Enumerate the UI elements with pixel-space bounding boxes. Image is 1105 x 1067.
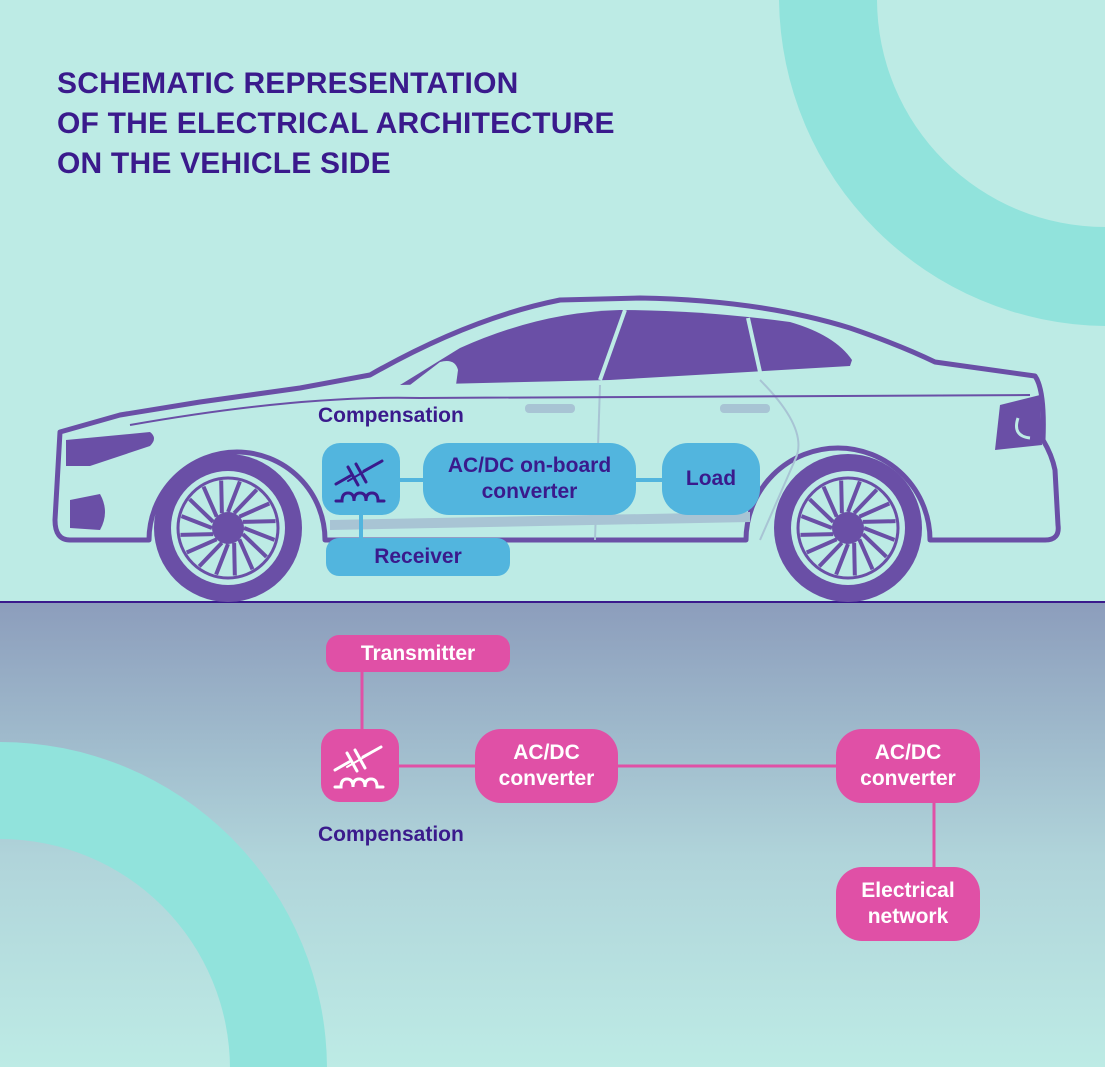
onboard-converter-line1: AC/DC on-board (447, 454, 612, 477)
wheel-spoke (861, 532, 888, 559)
wheel-spoke (232, 542, 237, 576)
car-window-front (410, 361, 458, 385)
wheel-spoke (242, 519, 276, 524)
wheel-spoke (817, 541, 844, 568)
door-handle (525, 404, 575, 413)
front-wheel (154, 454, 302, 602)
window-pillar (598, 309, 627, 381)
wheel-spoke (808, 497, 835, 524)
rear-wheel (774, 454, 922, 602)
wheel-spoke (852, 542, 857, 576)
load-label: Load (685, 467, 737, 490)
taillight-detail (1015, 417, 1031, 440)
ground-compensation-block (321, 729, 399, 802)
ground-converter-2-line2: converter (860, 767, 956, 790)
wheel-spoke (180, 514, 213, 530)
onboard-converter-line2: converter (481, 480, 578, 503)
car-window (400, 310, 852, 385)
wheel-spoke (180, 532, 214, 537)
headlight (66, 432, 154, 466)
decorative-arc-top-right (779, 0, 1105, 326)
ground-converter-1-line1: AC/DC (513, 741, 580, 764)
capacitor-inductor-icon (333, 745, 385, 789)
shoulder-line (129, 394, 1031, 426)
wheel-spoke (821, 485, 839, 518)
side-skirt (330, 512, 750, 530)
window-pillar-rear (746, 317, 762, 373)
capacitor-inductor-icon (334, 459, 386, 503)
transmitter-block: Transmitter (326, 635, 510, 672)
vehicle-compensation-block (322, 443, 400, 515)
wheel-spoke (834, 543, 850, 576)
wheel-spoke (839, 480, 844, 514)
wheel-spoke (846, 480, 862, 513)
receiver-label: Receiver (374, 545, 462, 568)
wheel-spoke (862, 519, 896, 524)
wheel-spoke (185, 537, 218, 555)
wheel-spoke (241, 532, 268, 559)
wheel-spoke (197, 541, 224, 568)
ground-converter-block-2: AC/DC converter (836, 729, 980, 803)
wheel-spoke (800, 514, 833, 530)
title-line-1: SCHEMATIC REPRESENTATION (57, 67, 519, 100)
front-vent (70, 494, 105, 530)
door-handle-rear (720, 404, 770, 413)
wheel-spoke (238, 501, 271, 519)
wheel-spoke (219, 480, 224, 514)
wheel-spoke (243, 526, 276, 542)
receiver-block: Receiver (326, 538, 510, 576)
wheel-spoke (857, 538, 875, 571)
electrical-network-line2: network (867, 905, 949, 928)
wheel-spoke (858, 501, 891, 519)
wheel-spoke (852, 488, 879, 515)
wheel-spoke (226, 480, 242, 513)
decorative-arc-bottom-left (0, 742, 327, 1067)
taillight (995, 395, 1042, 450)
transmitter-label: Transmitter (360, 641, 476, 665)
wheel-spoke (188, 497, 215, 524)
title-line-2: OF THE ELECTRICAL ARCHITECTURE (57, 107, 615, 140)
wheel-spoke (201, 485, 219, 518)
ground-converter-1-line2: converter (498, 767, 595, 790)
load-block: Load (662, 443, 760, 515)
ground-converter-2-line1: AC/DC (874, 741, 942, 764)
title-line-3: ON THE VEHICLE SIDE (57, 147, 391, 180)
electrical-network-block: Electrical network (836, 867, 980, 941)
electrical-network-line1: Electrical (861, 879, 955, 902)
car-illustration (52, 295, 1061, 543)
ground-connectors (360, 672, 936, 867)
wheel-spoke (800, 532, 834, 537)
wheel-spoke (214, 543, 230, 576)
ground-converter-block-1: AC/DC converter (475, 729, 618, 803)
page-title: SCHEMATIC REPRESENTATION OF THE ELECTRIC… (57, 64, 615, 184)
vehicle-connectors (359, 478, 662, 538)
door-line-rear (759, 379, 800, 541)
wheel-spoke (863, 526, 896, 542)
wheel-spoke (232, 488, 259, 515)
wheel-spoke (237, 538, 255, 571)
ground-compensation-label: Compensation (318, 823, 464, 846)
onboard-converter-block: AC/DC on-board converter (423, 443, 636, 515)
vehicle-compensation-label: Compensation (318, 404, 464, 427)
wheel-spoke (805, 537, 838, 555)
